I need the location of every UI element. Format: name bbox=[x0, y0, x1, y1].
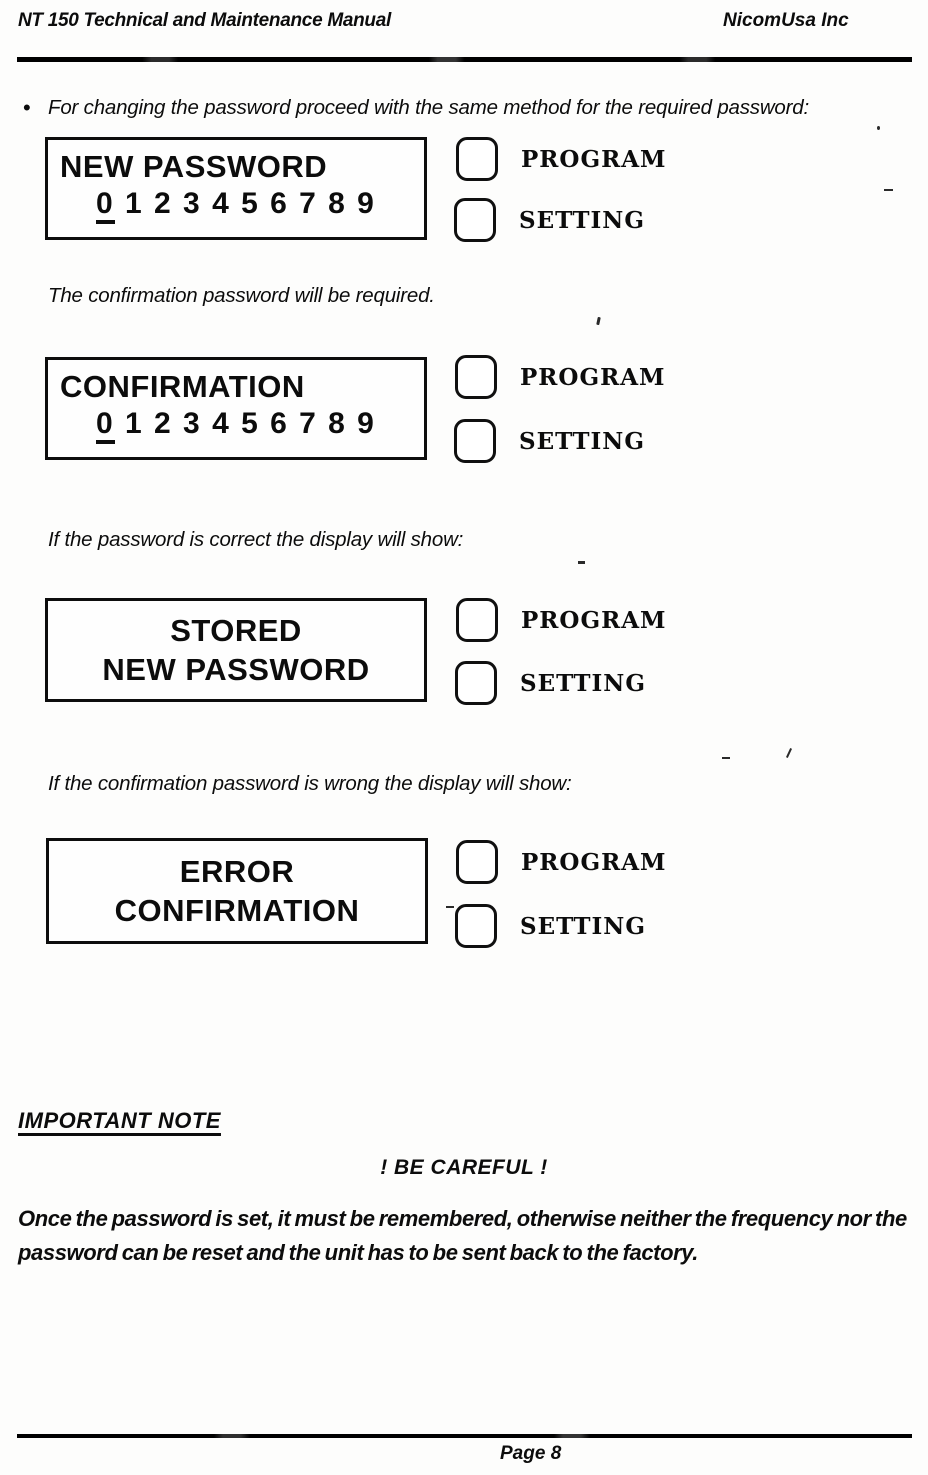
setting-label: SETTING bbox=[519, 427, 645, 455]
caption-stored: If the password is correct the display w… bbox=[48, 528, 464, 551]
display-digits: 0 1 2 3 4 5 6 7 8 9 bbox=[96, 187, 424, 225]
program-button-row: PROGRAM bbox=[456, 137, 667, 181]
setting-button bbox=[455, 904, 497, 948]
footer-rule bbox=[17, 1434, 912, 1438]
bullet-marker: • bbox=[23, 95, 31, 120]
program-label: PROGRAM bbox=[521, 606, 667, 634]
scan-artifact bbox=[884, 189, 893, 191]
program-label: PROGRAM bbox=[521, 145, 667, 173]
display-box-error: ERROR CONFIRMATION bbox=[46, 838, 428, 944]
program-button-row: PROGRAM bbox=[456, 598, 667, 642]
note-body-line: Once the password is set, it must be rem… bbox=[18, 1206, 907, 1231]
setting-label: SETTING bbox=[520, 669, 646, 697]
caption-error: If the confirmation password is wrong th… bbox=[48, 772, 572, 795]
page-number: Page 8 bbox=[500, 1443, 562, 1464]
display-line: NEW PASSWORD bbox=[60, 149, 328, 184]
setting-button-row: SETTING bbox=[455, 904, 646, 948]
scan-artifact bbox=[877, 126, 880, 130]
program-button bbox=[456, 137, 498, 181]
cursor-digit: 0 bbox=[96, 189, 115, 225]
setting-button bbox=[454, 198, 496, 242]
warning-text: ! BE CAREFUL ! bbox=[380, 1156, 548, 1179]
digit-row: 1 2 3 4 5 6 7 8 9 bbox=[114, 407, 376, 441]
setting-button bbox=[454, 419, 496, 463]
display-box-stored: STORED NEW PASSWORD bbox=[45, 598, 427, 702]
header-title: NT 150 Technical and Maintenance Manual bbox=[18, 10, 391, 31]
program-button-row: PROGRAM bbox=[456, 840, 667, 884]
scan-artifact bbox=[596, 316, 601, 326]
setting-button bbox=[455, 661, 497, 705]
setting-button-row: SETTING bbox=[454, 198, 645, 242]
scan-artifact bbox=[578, 561, 585, 564]
display-line: CONFIRMATION bbox=[114, 892, 360, 928]
program-button bbox=[456, 598, 498, 642]
program-button-row: PROGRAM bbox=[455, 355, 666, 399]
program-button bbox=[456, 840, 498, 884]
caption-confirmation: The confirmation password will be requir… bbox=[48, 284, 435, 307]
scan-artifact bbox=[785, 748, 793, 758]
display-digits: 0 1 2 3 4 5 6 7 8 9 bbox=[96, 407, 424, 445]
header-company: NicomUsa Inc bbox=[723, 10, 849, 31]
display-line: NEW PASSWORD bbox=[102, 651, 370, 687]
important-note-heading: IMPORTANT NOTE bbox=[18, 1108, 221, 1133]
setting-button-row: SETTING bbox=[454, 419, 645, 463]
program-label: PROGRAM bbox=[521, 848, 667, 876]
display-box-confirmation: CONFIRMATION 0 1 2 3 4 5 6 7 8 9 bbox=[45, 357, 427, 460]
header-rule bbox=[17, 57, 912, 62]
setting-button-row: SETTING bbox=[455, 661, 646, 705]
setting-label: SETTING bbox=[520, 912, 646, 940]
cursor-digit: 0 bbox=[96, 409, 115, 445]
display-box-new-password: NEW PASSWORD 0 1 2 3 4 5 6 7 8 9 bbox=[45, 137, 427, 240]
digit-row: 1 2 3 4 5 6 7 8 9 bbox=[114, 187, 376, 221]
intro-text: For changing the password proceed with t… bbox=[48, 96, 809, 119]
setting-label: SETTING bbox=[519, 206, 645, 234]
program-button bbox=[455, 355, 497, 399]
display-line: ERROR bbox=[179, 853, 295, 889]
display-line: CONFIRMATION bbox=[60, 369, 305, 404]
scan-artifact bbox=[446, 906, 454, 908]
note-body-line: password can be reset and the unit has t… bbox=[18, 1240, 699, 1265]
scan-artifact bbox=[722, 757, 730, 759]
program-label: PROGRAM bbox=[520, 363, 666, 391]
display-line: STORED bbox=[170, 612, 302, 648]
